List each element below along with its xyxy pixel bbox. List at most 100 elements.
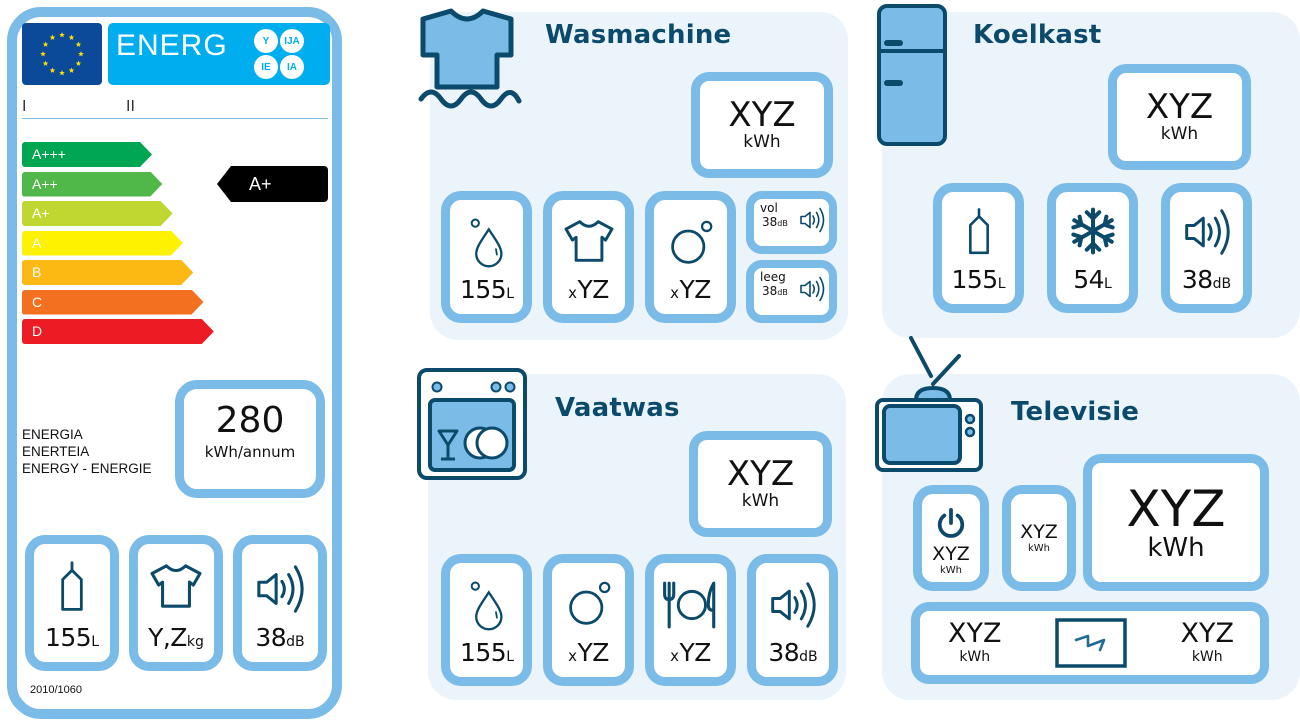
water-drop-icon [469, 579, 505, 631]
eu-star-icon [40, 51, 46, 57]
energy-value: XYZ [1126, 479, 1226, 538]
energy-unit: kWh [741, 491, 780, 511]
eu-star-icon [49, 67, 56, 73]
vaatwas-energy-box: XYZ kWh [689, 431, 832, 537]
current-rating-arrow: A+ [217, 166, 328, 202]
noise-value: 38dB [762, 215, 788, 229]
televisie-tile-standby: XYZ kWh [913, 485, 989, 591]
wasmachine-tile-capacity: xYZ [543, 191, 634, 323]
eu-star-icon [59, 70, 65, 76]
hdr-left: XYZ kWh [948, 620, 1002, 666]
tile-value: 155L [459, 275, 515, 304]
koelkast-tile-fridge-volume: 155L [933, 183, 1024, 313]
tile-value: xYZ [670, 275, 711, 304]
wasmachine-tile-water: 155L [441, 191, 532, 323]
panel-title-wasmachine: Wasmachine [545, 20, 732, 50]
spin-icon [566, 579, 612, 629]
language-suffix: IA [280, 55, 304, 79]
shirt-icon [563, 218, 615, 264]
tile-value: 54L [1073, 265, 1112, 294]
energy-word: ENERTEIA [22, 444, 90, 459]
koelkast-energy-box: XYZ kWh [1108, 64, 1251, 170]
label-tile-capacity: Y,Zkg [129, 535, 223, 671]
speaker-icon [255, 562, 305, 616]
energy-words: ENERGIA ENERTEIA ENERGY - ENERGIE [22, 426, 152, 477]
energy-value: XYZ [1145, 87, 1214, 127]
energy-value: XYZ [728, 95, 796, 135]
koelkast-tile-freezer-volume: 54L [1047, 183, 1138, 313]
televisie-energy-box: XYZ kWh [1083, 454, 1269, 591]
tile-value: xYZ [568, 638, 609, 667]
hdr-left-value: XYZ [948, 618, 1002, 649]
vaatwas-tile-water: 155L [441, 554, 532, 686]
eu-star-icon [42, 60, 49, 66]
tile-value: 155L [459, 638, 515, 667]
energy-unit: kWh [1147, 532, 1205, 563]
energy-unit: kWh [743, 132, 781, 152]
place-setting-icon [661, 579, 721, 631]
hdr-left-unit: kWh [959, 649, 991, 665]
noise-label: leeg [760, 270, 786, 284]
energy-value: XYZ [726, 454, 795, 494]
wasmachine-tile-spin: xYZ [645, 191, 736, 323]
vaatwas-tile-programme: xYZ [543, 554, 634, 686]
tile-value: 38dB [768, 638, 818, 667]
eu-flag-icon [22, 23, 102, 85]
rating-bar: C [22, 290, 204, 315]
bottle-icon [58, 560, 86, 614]
noise-value: 38dB [762, 284, 788, 298]
noise-label: vol [760, 201, 778, 215]
hdr-right-value: XYZ [1180, 618, 1235, 649]
roman-mark-two: II [126, 98, 135, 115]
television-icon [875, 336, 983, 472]
tile-value: xYZ [670, 638, 711, 667]
tile-value: 155L [951, 265, 1006, 294]
header-divider [22, 118, 328, 119]
eu-star-icon [59, 32, 65, 38]
language-suffix: Y [254, 29, 278, 53]
rating-bar: A++ [22, 172, 162, 197]
tile-value: 38dB [255, 623, 305, 652]
energy-header: ENERG Y IJA IE IA [108, 23, 330, 85]
eu-star-icon [49, 34, 56, 40]
energy-word: ENERGY - ENERGIE [22, 461, 152, 476]
hdr-right-unit: kWh [1191, 649, 1223, 665]
eu-star-icon [75, 41, 82, 47]
wasmachine-energy-box: XYZ kWh [691, 72, 833, 178]
language-suffix: IJA [280, 29, 304, 53]
spin-icon [668, 218, 714, 268]
roman-mark-one: I [22, 98, 27, 115]
eu-star-icon [42, 41, 49, 47]
fridge-icon [877, 4, 947, 146]
rating-bar: A [22, 231, 183, 256]
eu-star-icon [68, 67, 75, 73]
annual-consumption-unit: kWh/annum [204, 443, 296, 461]
eu-star-icon [75, 60, 82, 66]
hdr-right: XYZ kWh [1181, 620, 1235, 666]
rating-bar: B [22, 260, 193, 285]
speaker-icon [1183, 206, 1231, 258]
vaatwas-tile-noise: 38dB [747, 554, 838, 686]
panel-title-koelkast: Koelkast [973, 20, 1102, 50]
tile-value: Y,Zkg [148, 623, 204, 652]
annual-consumption-box: 280 kWh/annum [175, 380, 325, 498]
panel-title-televisie: Televisie [1011, 397, 1140, 427]
energy-word: ENERGIA [22, 427, 83, 442]
bottle-icon [966, 206, 992, 258]
water-drop-icon [469, 216, 505, 268]
vaatwas-tile-place-settings: xYZ [645, 554, 736, 686]
off-mode-unit: kWh [1027, 542, 1051, 554]
standby-value: XYZ [932, 543, 970, 565]
annual-consumption-value: 280 [215, 400, 285, 441]
wasmachine-noise-full: vol 38dB [746, 191, 837, 254]
off-mode-value: XYZ [1020, 520, 1058, 543]
speaker-icon [799, 205, 825, 235]
hdr-screen-icon [1055, 618, 1127, 668]
speaker-icon [799, 274, 825, 304]
regulation-number: 2010/1060 [30, 684, 82, 696]
tile-value: 155L [44, 623, 100, 652]
rating-bar: D [22, 319, 214, 344]
energy-unit: kWh [1160, 124, 1199, 144]
wasmachine-noise-empty: leeg 38dB [746, 260, 837, 323]
tile-value: xYZ [568, 275, 609, 304]
